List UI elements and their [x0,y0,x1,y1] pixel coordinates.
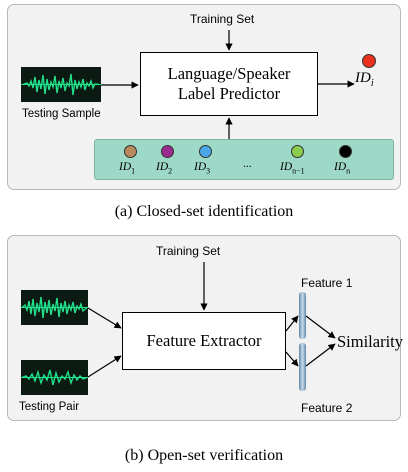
similarity-label: Similarity [337,332,403,351]
caption-a: (a) Closed-set identification [114,203,294,220]
arrow-extractor-to-feature1 [285,315,299,332]
id-candidates-strip: ID1 ID2 ID3 ... IDn−1 IDn [94,139,394,180]
caption-b: (b) Open-set verification [124,447,284,464]
waveform-b2-svg [21,369,88,386]
output-id-circle [362,54,376,68]
feature-extractor-box: Feature Extractor [122,312,286,370]
testing-pair-label: Testing Pair [19,401,80,413]
arrow-feature2-to-similarity [305,343,336,367]
id-ellipsis: ... [243,158,252,170]
extractor-label: Feature Extractor [146,331,262,350]
arrow-pair2-to-extractor [87,355,122,378]
waveform-a-svg [21,73,101,96]
arrow-extractor-to-feature2 [285,351,299,367]
feature-2-label: Feature 2 [301,401,353,415]
predictor-line1: Language/Speaker [167,64,291,83]
arrow-pair1-to-extractor [87,307,122,329]
id-2-circle [161,145,174,158]
training-set-label-b: Training Set [156,244,221,258]
testing-pair-waveform-2 [21,360,88,395]
feature-1-vector [299,292,306,339]
id-n-circle [339,145,352,158]
id-3-label: ID3 [194,161,211,176]
testing-sample-label: Testing Sample [22,108,101,120]
id-2-label: ID2 [156,161,173,176]
training-set-label-a: Training Set [190,12,255,26]
waveform-b1-svg [21,296,88,319]
id-n-minus-1-label: IDn−1 [280,161,305,176]
id-n-label: IDn [334,161,351,176]
feature-1-label: Feature 1 [301,276,353,290]
testing-sample-waveform [21,67,101,102]
label-predictor-box: Language/Speaker Label Predictor [140,52,318,116]
predictor-line2: Label Predictor [177,84,281,103]
id-n-minus-1-circle [291,145,304,158]
feature-2-vector [299,343,306,391]
id-1-circle [124,145,137,158]
arrow-feature1-to-similarity [305,315,336,339]
id-1-label: ID1 [119,161,136,176]
id-3-circle [199,145,212,158]
output-id-label: IDi [355,70,374,89]
testing-pair-waveform-1 [21,290,88,325]
